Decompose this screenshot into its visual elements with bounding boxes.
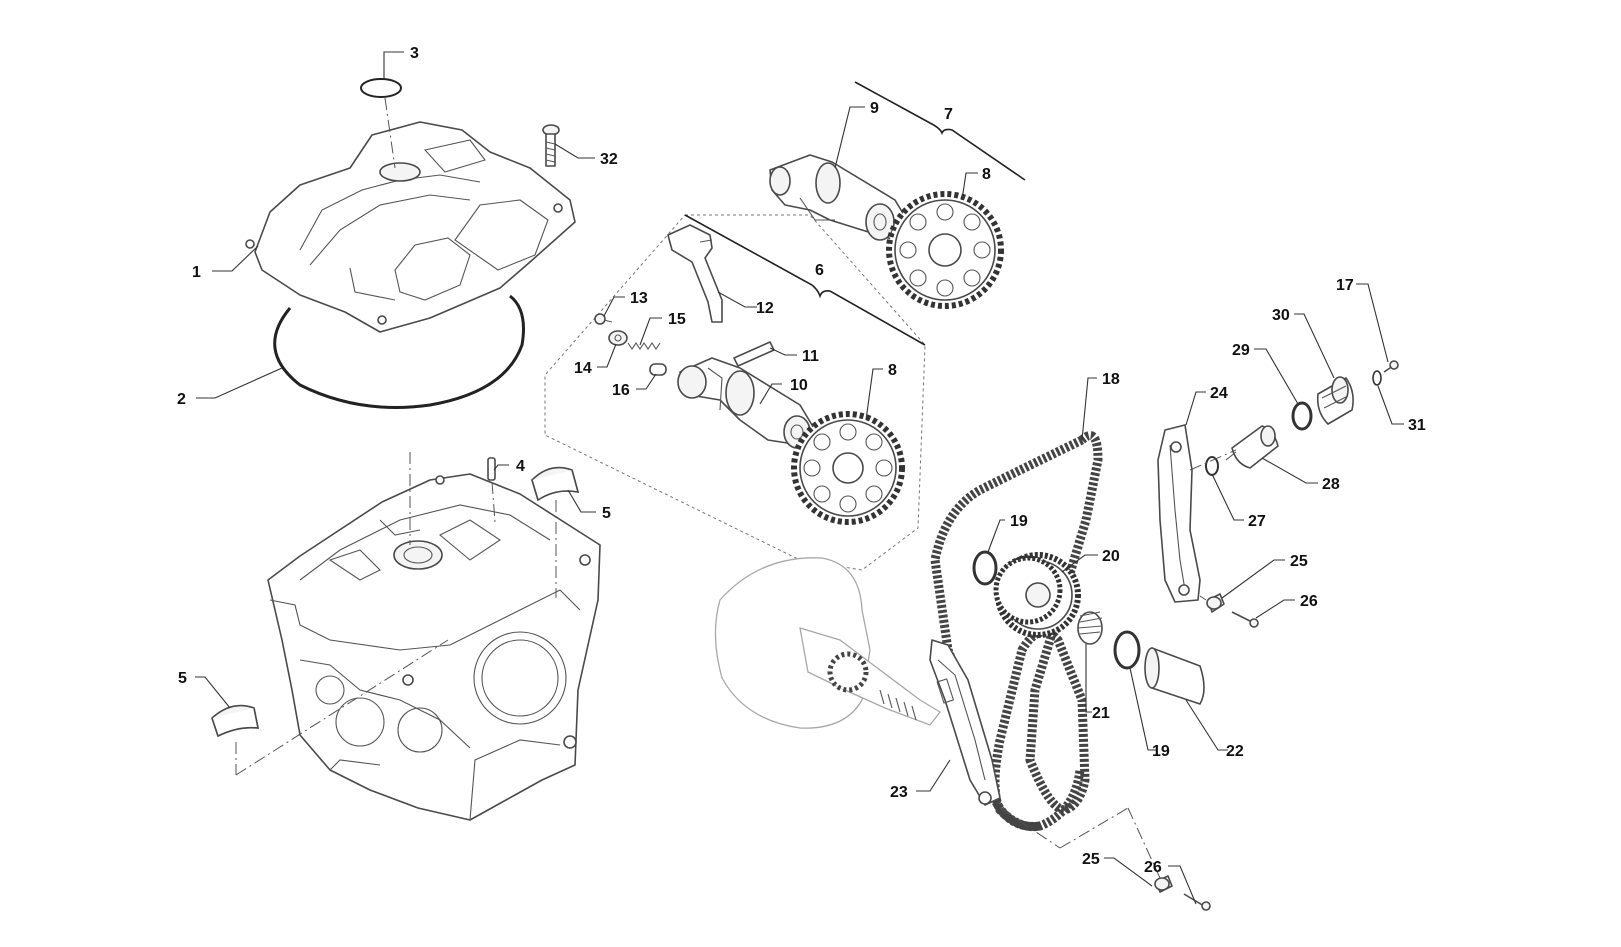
callout-8-lower: 8 [888,362,897,379]
callout-15: 15 [668,311,686,328]
callout-19-lower: 19 [1152,743,1170,760]
callout-13: 13 [630,290,648,307]
guide-sleeve-25 [1154,875,1173,893]
callout-25-lower: 25 [1082,851,1100,868]
callout-17: 17 [1336,277,1354,294]
cam-sprocket-top [886,191,1004,309]
tensioner-washer-29 [1291,401,1313,431]
tensioner-plunger [1225,425,1279,469]
leader-lines [195,51,1404,905]
callout-12: 12 [756,300,774,317]
tensioner-washer-27 [1205,456,1219,476]
cover-seal-ring [273,294,525,409]
callout-31: 31 [1408,417,1426,434]
cam-sprocket-lower [791,411,905,525]
callout-26-lower: 26 [1144,859,1162,876]
tensioner-sleeve [1206,593,1225,613]
decompressor-lever [667,224,723,323]
callout-9: 9 [870,100,879,117]
callout-3: 3 [410,45,419,62]
pin-11 [733,341,775,367]
callouts: 1 2 3 32 4 5 5 9 7 8 6 12 13 15 11 14 8 … [177,45,1426,876]
callout-19-upper: 19 [1010,513,1028,530]
half-moon-plug-top [531,466,580,502]
callout-21: 21 [1092,705,1110,722]
screw-13 [594,313,613,325]
spring-washer-14 [608,330,628,346]
callout-20: 20 [1102,548,1120,565]
callout-6: 6 [815,262,824,279]
callout-5-left: 5 [178,670,187,687]
callout-1: 1 [192,264,201,281]
washer-19-upper [972,550,998,586]
callout-14: 14 [574,360,592,377]
washer-19-lower [1113,630,1141,670]
callout-27: 27 [1248,513,1266,530]
cover-bolt [542,124,560,167]
callout-8-top: 8 [982,166,991,183]
spring-15 [627,342,661,350]
group-7-bracket [854,81,1026,181]
callout-24: 24 [1210,385,1228,402]
tensioner-body [1316,376,1354,425]
o-ring [360,78,402,98]
callout-22: 22 [1226,743,1244,760]
callout-25-upper: 25 [1290,553,1308,570]
chain-tensioner-guide [1157,424,1201,603]
intake-camshaft [677,357,816,449]
callout-28: 28 [1322,476,1340,493]
callout-23: 23 [890,784,908,801]
timing-chain [930,431,1103,832]
idler-bush [1144,647,1205,705]
half-moon-plug-left [211,704,259,738]
callout-26-upper: 26 [1300,593,1318,610]
guide-screw-26 [1183,893,1211,911]
callout-7: 7 [944,106,953,123]
callout-18: 18 [1102,371,1120,388]
callout-5-top: 5 [602,505,611,522]
idler-gear [993,552,1081,638]
cylinder-head [267,473,601,821]
chain-guide [929,639,1001,806]
tensioner-bolt-17 [1383,360,1399,373]
exhaust-camshaft [769,154,911,241]
callout-32: 32 [600,151,618,168]
callout-16: 16 [612,382,630,399]
callout-30: 30 [1272,307,1290,324]
callout-29: 29 [1232,342,1250,359]
cylinder-head-cover [245,121,576,333]
callout-4: 4 [516,458,525,475]
dowel-pin [487,457,496,481]
group-6-bracket [684,214,926,346]
callout-2: 2 [177,391,186,408]
callout-10: 10 [790,377,808,394]
pin-16 [649,363,667,376]
assembly-group-6-outline [544,214,926,571]
crankshaft-ghost [714,557,941,729]
tensioner-screw-upper [1231,611,1259,628]
callout-11: 11 [802,348,819,365]
tensioner-washer-31 [1372,370,1382,386]
needle-bearing [1077,611,1103,645]
